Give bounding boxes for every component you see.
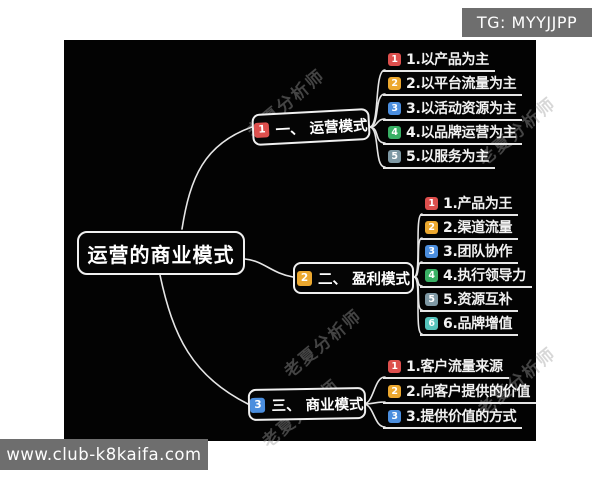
edge-b3-l0 [363, 376, 386, 405]
edge-b3-l2 [363, 403, 386, 428]
leaf-number-badge: 1 [425, 196, 438, 210]
branch-number-badge: 3 [250, 397, 266, 413]
leaf-node[interactable]: 5 5.以服务为主 [383, 147, 495, 169]
leaf-text: 2.渠道流量 [443, 220, 513, 236]
edge-b1-l1 [369, 93, 386, 128]
leaf-number-badge: 2 [388, 76, 401, 90]
leaf-node[interactable]: 4 4.以品牌运营为主 [383, 123, 523, 145]
leaf-text: 3.团队协作 [443, 244, 513, 260]
leaf-node[interactable]: 5 5.资源互补 [420, 290, 519, 312]
leaf-node[interactable]: 3 3.团队协作 [420, 242, 519, 264]
tg-contact-badge: TG: MYYJJPP [462, 8, 592, 37]
leaf-node[interactable]: 2 2.向客户提供的价值 [383, 382, 537, 404]
leaf-node[interactable]: 3 3.提供价值的方式 [383, 407, 523, 429]
leaf-node[interactable]: 3 3.以活动资源为主 [383, 99, 523, 121]
leaf-text: 2.向客户提供的价值 [406, 384, 531, 400]
edge-b1-l4 [369, 126, 386, 168]
leaf-number-badge: 2 [425, 220, 438, 234]
leaf-text: 1.以产品为主 [406, 52, 489, 68]
leaf-text: 4.以品牌运营为主 [406, 125, 517, 141]
branch-node-operations[interactable]: 1 一、 运营模式 [251, 107, 371, 147]
leaf-number-badge: 1 [388, 359, 401, 373]
leaf-number-badge: 2 [388, 384, 401, 398]
branch-label: 一、 运营模式 [275, 117, 368, 139]
leaf-number-badge: 4 [425, 268, 438, 282]
leaf-node[interactable]: 6 6.品牌增值 [420, 314, 519, 336]
leaf-node[interactable]: 1 1.客户流量来源 [383, 357, 509, 379]
mindmap-edges [159, 69, 423, 428]
leaf-number-badge: 3 [425, 244, 438, 258]
leaf-node[interactable]: 1 1.产品为王 [420, 194, 519, 216]
mindmap-canvas: 老夏分析师 老夏分析师 老夏分析师 老夏分析师 老夏分析师 运营的商业模式 1 … [64, 40, 560, 452]
leaf-number-badge: 4 [388, 125, 401, 139]
branch-number-badge: 1 [254, 121, 270, 138]
leaf-text: 5.以服务为主 [406, 149, 489, 165]
leaf-text: 6.品牌增值 [443, 316, 513, 332]
leaf-node[interactable]: 4 4.执行领导力 [420, 266, 532, 288]
leaf-text: 1.客户流量来源 [406, 359, 503, 375]
leaf-number-badge: 1 [388, 52, 401, 66]
leaf-number-badge: 3 [388, 409, 401, 423]
branch-label: 三、 商业模式 [271, 396, 364, 415]
leaf-number-badge: 3 [388, 101, 401, 115]
leaf-text: 3.以活动资源为主 [406, 101, 517, 117]
leaf-node[interactable]: 1 1.以产品为主 [383, 50, 495, 72]
leaf-text: 1.产品为王 [443, 196, 513, 212]
branch-label: 二、 盈利模式 [317, 271, 411, 288]
site-url-badge: www.club-k8kaifa.com [0, 439, 208, 470]
leaf-node[interactable]: 2 2.以平台流量为主 [383, 74, 523, 96]
leaf-text: 5.资源互补 [443, 292, 513, 308]
root-node[interactable]: 运营的商业模式 [77, 231, 245, 275]
leaf-text: 4.执行领导力 [443, 268, 526, 284]
root-node-label: 运营的商业模式 [87, 242, 235, 267]
leaf-node[interactable]: 2 2.渠道流量 [420, 218, 519, 240]
edge-root-branch1 [181, 126, 253, 230]
branch-node-business[interactable]: 3 三、 商业模式 [247, 386, 367, 422]
edge-b2-l5 [413, 276, 423, 335]
leaf-text: 2.以平台流量为主 [406, 76, 517, 92]
leaf-number-badge: 6 [425, 316, 438, 330]
leaf-text: 3.提供价值的方式 [406, 409, 517, 425]
leaf-number-badge: 5 [425, 292, 438, 306]
leaf-number-badge: 5 [388, 149, 401, 163]
edge-root-branch3 [159, 274, 249, 405]
branch-number-badge: 2 [296, 270, 312, 286]
branch-node-profit[interactable]: 2 二、 盈利模式 [293, 262, 414, 294]
edge-root-branch2 [244, 258, 294, 278]
